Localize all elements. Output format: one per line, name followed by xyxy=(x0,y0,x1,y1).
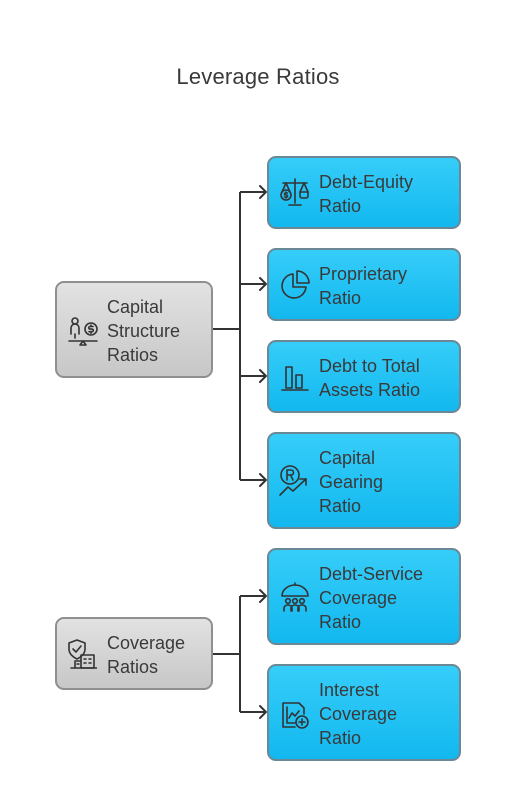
coverage-ratios-node: Coverage Ratios xyxy=(55,617,213,690)
interest-coverage-ratio-label: Interest Coverage Ratio xyxy=(319,680,398,748)
debt-to-total-assets-ratio-node: Debt to Total Assets Ratio xyxy=(267,340,461,413)
coverage-ratios-label: Coverage Ratios xyxy=(107,633,186,677)
interest-coverage-ratio-node: Interest Coverage Ratio xyxy=(267,664,461,761)
capital-structure-ratios-node: Capital Structure Ratios xyxy=(55,281,213,378)
arrowhead xyxy=(259,473,267,487)
pie-chart-icon xyxy=(281,270,310,299)
umbrella-people-icon xyxy=(281,582,309,612)
registered-growth-icon xyxy=(279,465,307,496)
connector-trunk-capital-structure xyxy=(212,192,241,480)
capital-structure-ratios-label: Capital Structure Ratios xyxy=(107,297,181,365)
chart-document-plus-icon xyxy=(282,702,309,729)
proprietary-ratio-label: Proprietary Ratio xyxy=(319,264,408,308)
capital-gearing-ratio-label: Capital Gearing Ratio xyxy=(319,448,384,516)
proprietary-ratio-node: Proprietary Ratio xyxy=(267,248,461,321)
connector-trunk-coverage xyxy=(212,596,241,712)
capital-gearing-ratio-node: Capital Gearing Ratio xyxy=(267,432,461,529)
diagram-title: Leverage Ratios xyxy=(176,64,340,89)
debt-service-coverage-ratio-node: Debt-Service Coverage Ratio xyxy=(267,548,461,645)
arrowhead xyxy=(259,589,267,603)
arrowhead xyxy=(259,705,267,719)
debt-to-total-assets-ratio-label: Debt to Total Assets Ratio xyxy=(319,356,421,400)
arrowhead xyxy=(259,185,267,199)
debt-equity-ratio-node: Debt-Equity Ratio xyxy=(267,156,461,229)
bar-chart-icon xyxy=(281,366,309,391)
arrowhead xyxy=(259,369,267,383)
scales-dollar-icon xyxy=(280,178,309,206)
debt-equity-ratio-label: Debt-Equity Ratio xyxy=(319,172,414,216)
arrowhead xyxy=(259,277,267,291)
shield-building-icon xyxy=(68,639,97,669)
person-coin-balance-icon xyxy=(68,317,98,346)
debt-service-coverage-ratio-label: Debt-Service Coverage Ratio xyxy=(319,564,424,632)
